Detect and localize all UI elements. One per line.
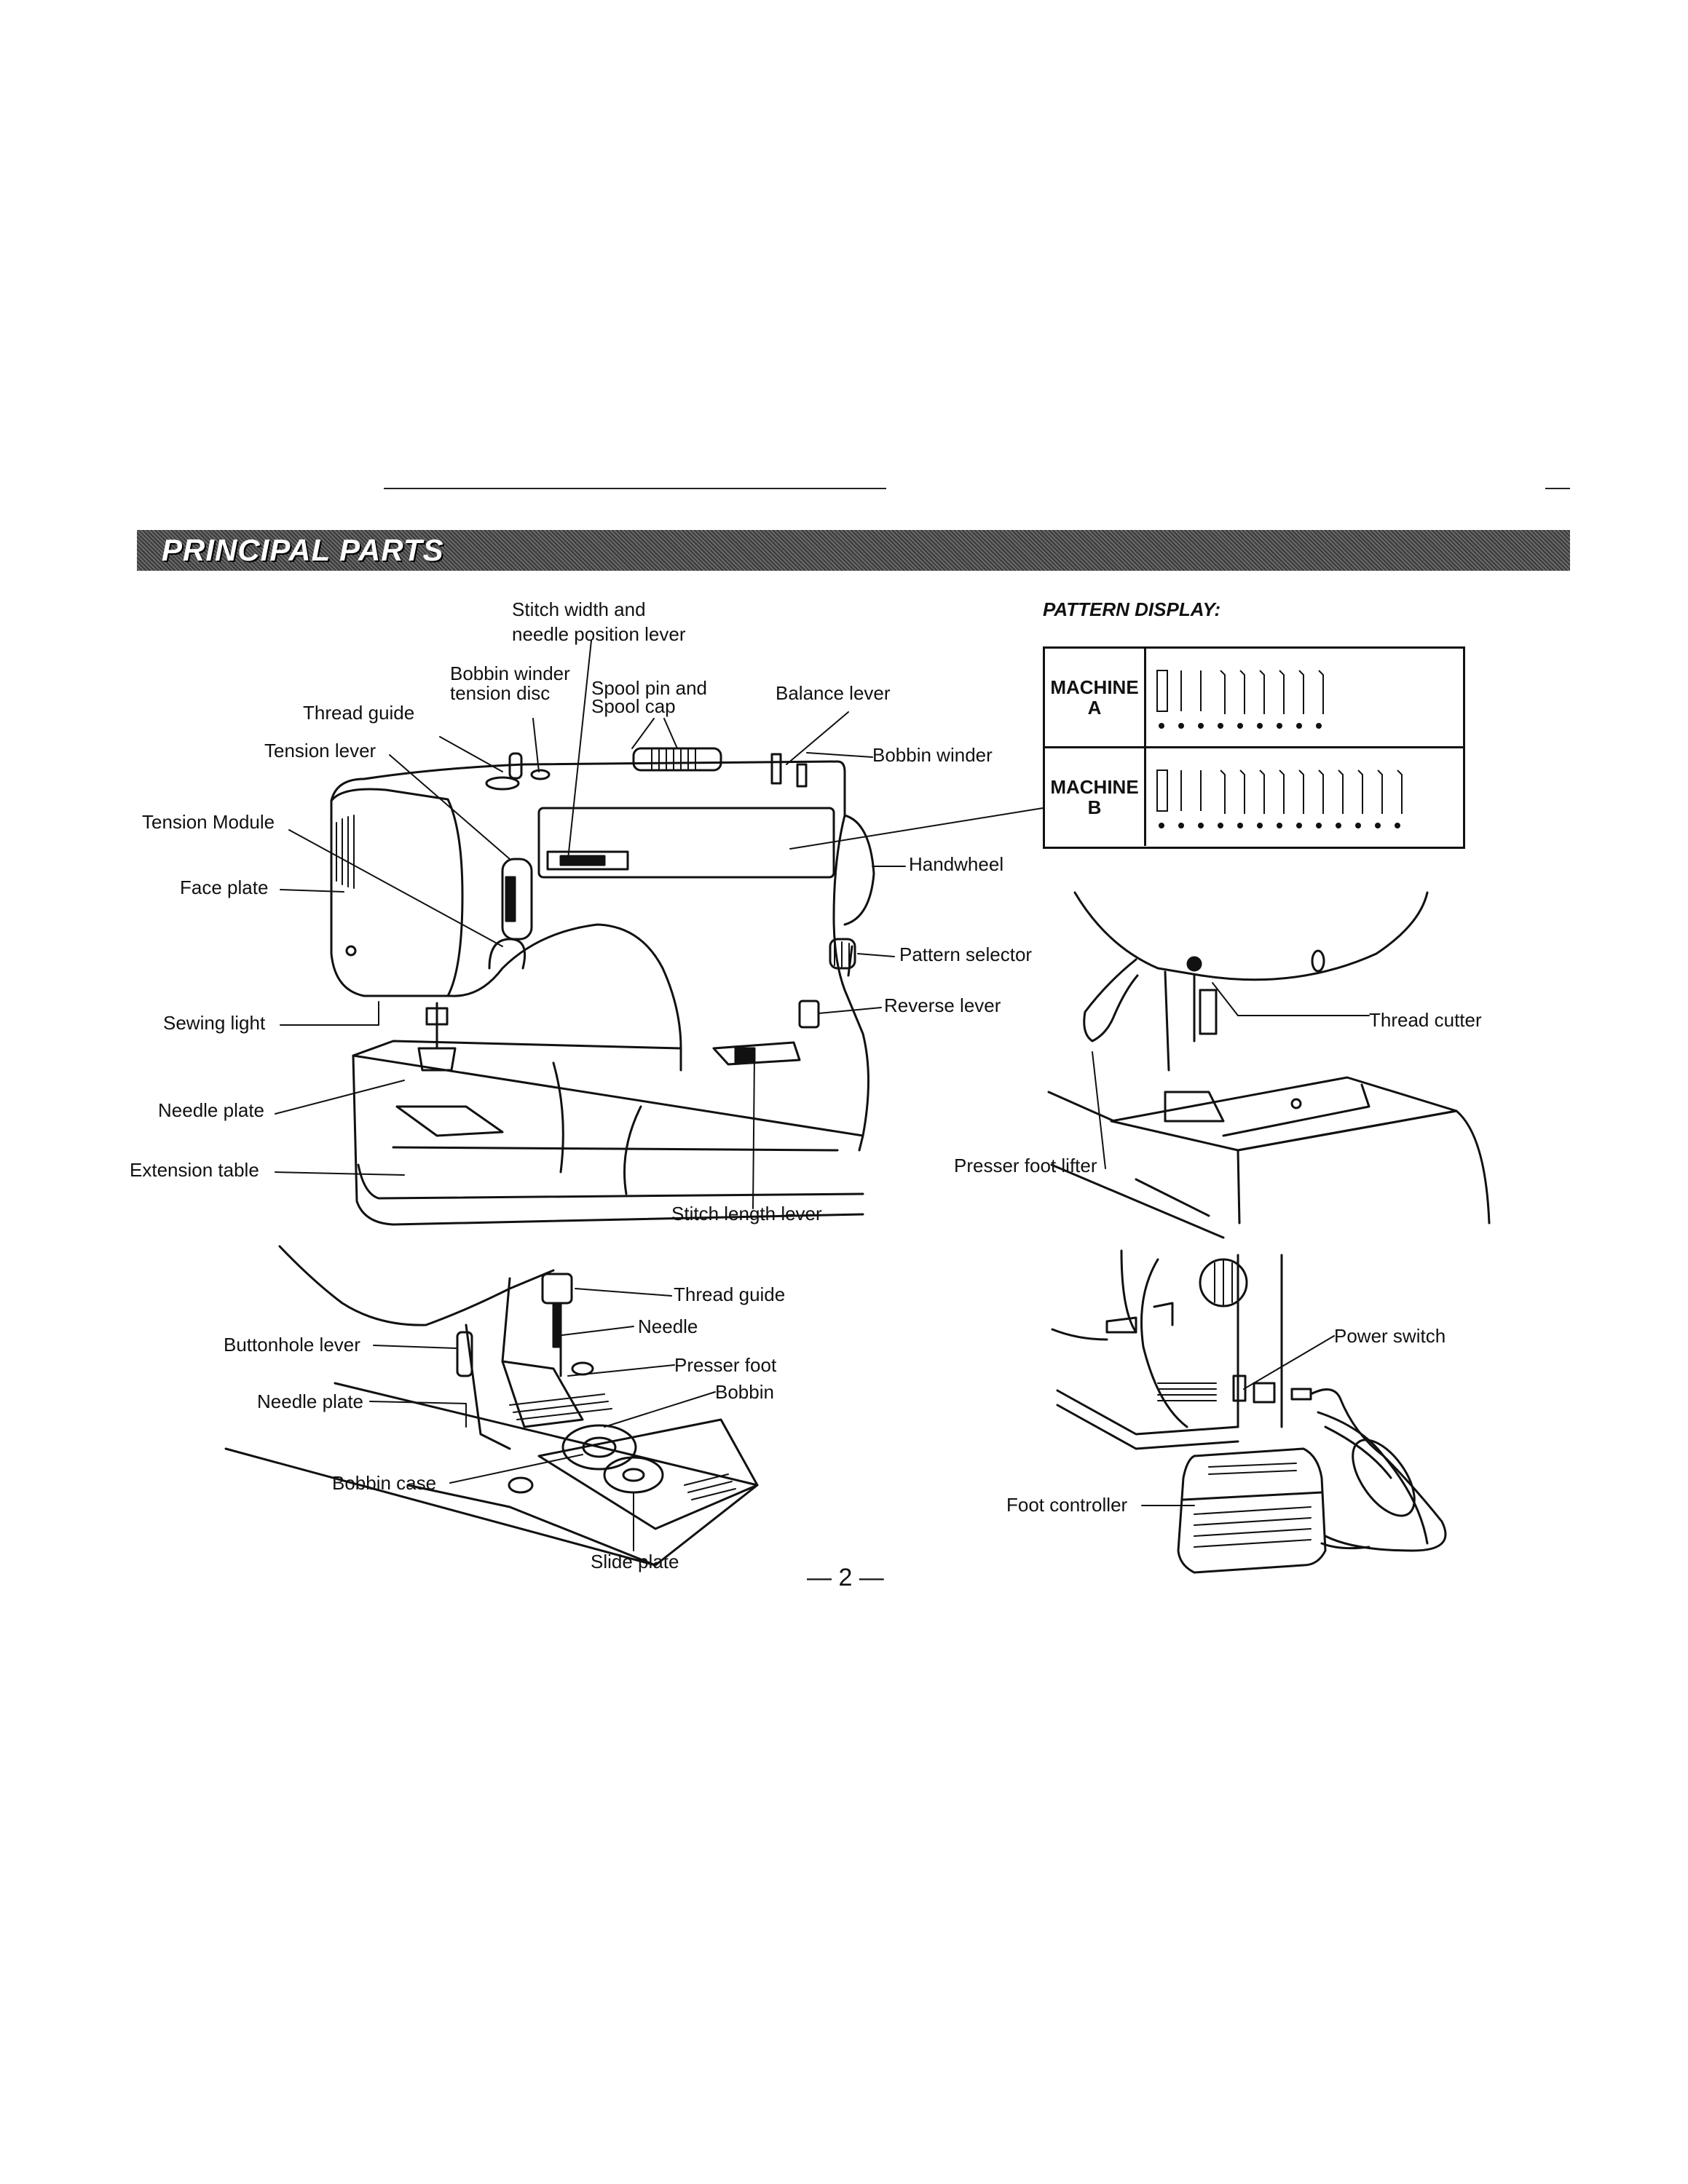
stitch-pattern-glyph — [1375, 769, 1383, 828]
stitch-pattern-glyph — [1198, 770, 1204, 828]
needle-area-illustration — [224, 1245, 759, 1567]
thread-cutter-leader-lines — [1092, 982, 1370, 1169]
stitch-pattern-glyph — [1316, 769, 1324, 828]
label-sewing-light: Sewing light — [163, 1012, 266, 1034]
label-extension-table: Extension table — [130, 1159, 259, 1181]
label-needle-thread-guide: Thread guide — [674, 1283, 786, 1305]
machine-b-stitch-patterns — [1156, 769, 1403, 828]
label-handwheel: Handwheel — [909, 853, 1004, 875]
stitch-pattern-glyph — [1296, 769, 1304, 828]
stitch-pattern-glyph — [1218, 769, 1226, 828]
label-bobbin-winder: Bobbin winder — [872, 744, 993, 766]
stitch-pattern-glyph — [1237, 769, 1245, 828]
label-pattern-selector: Pattern selector — [899, 943, 1033, 965]
stitch-pattern-glyph — [1178, 670, 1184, 729]
stitch-pattern-glyph — [1336, 769, 1344, 828]
machine-a-line2: A — [1087, 697, 1102, 719]
top-rule-short — [1545, 488, 1570, 489]
label-bobbin-winder-tension-line1: Bobbin winder — [450, 662, 570, 684]
label-bobbin: Bobbin — [715, 1381, 774, 1403]
stitch-pattern-glyph — [1395, 769, 1403, 828]
power-leader-lines — [1141, 1335, 1335, 1506]
label-stitch-width-line2: needle position lever — [512, 623, 686, 645]
stitch-pattern-glyph — [1277, 670, 1285, 729]
machine-b-label: MACHINE B — [1045, 748, 1146, 846]
label-balance-lever: Balance lever — [776, 682, 891, 704]
label-power-switch: Power switch — [1334, 1325, 1446, 1347]
label-tension-module: Tension Module — [142, 811, 275, 833]
section-title: PRINCIPAL PARTS — [162, 533, 444, 567]
stitch-pattern-glyph — [1198, 670, 1204, 729]
label-bobbin-case: Bobbin case — [332, 1472, 437, 1494]
sewing-machine-illustration — [330, 747, 875, 1226]
label-stitch-width-line1: Stitch width and — [512, 598, 646, 620]
label-reverse-lever: Reverse lever — [884, 994, 1001, 1016]
label-foot-controller: Foot controller — [1006, 1494, 1128, 1516]
machine-a-line1: MACHINE — [1050, 676, 1139, 698]
stitch-pattern-glyph — [1296, 670, 1304, 729]
thread-cutter-illustration — [1047, 891, 1491, 1239]
page-number: — 2 — — [807, 1564, 884, 1591]
label-slide-plate: Slide plate — [591, 1551, 679, 1572]
label-thread-guide: Thread guide — [303, 702, 415, 724]
machine-a-stitch-patterns — [1156, 670, 1324, 729]
machine-b-line1: MACHINE — [1050, 776, 1139, 798]
stitch-pattern-glyph — [1257, 670, 1265, 729]
label-bobbin-winder-tension-line2: tension disc — [450, 682, 551, 704]
label-stitch-length-lever: Stitch length lever — [671, 1203, 822, 1224]
stitch-pattern-glyph — [1178, 770, 1184, 828]
pattern-display-table: MACHINE A MACHINE B — [1043, 646, 1465, 849]
power-switch-illustration — [1051, 1249, 1447, 1574]
label-face-plate: Face plate — [180, 877, 269, 898]
label-buttonhole-lever: Buttonhole lever — [224, 1334, 360, 1356]
stitch-pattern-glyph — [1237, 670, 1245, 729]
label-spool-line2: Spool cap — [591, 695, 676, 717]
label-presser-foot: Presser foot — [674, 1354, 777, 1376]
stitch-pattern-glyph — [1277, 769, 1285, 828]
label-tension-lever: Tension lever — [264, 740, 376, 761]
stitch-pattern-glyph — [1316, 670, 1324, 729]
label-spool-line1: Spool pin and — [591, 677, 708, 699]
top-rule — [384, 488, 886, 489]
label-needle-plate: Needle plate — [158, 1099, 264, 1121]
main-leader-lines — [275, 640, 1044, 1209]
pattern-display-title: PATTERN DISPLAY: — [1043, 598, 1221, 620]
pattern-row-machine-b: MACHINE B — [1045, 748, 1463, 846]
label-thread-cutter: Thread cutter — [1369, 1009, 1482, 1031]
label-needle: Needle — [638, 1315, 698, 1337]
stitch-pattern-glyph — [1156, 769, 1168, 828]
label-presser-foot-lifter: Presser foot lifter — [954, 1155, 1097, 1176]
machine-a-label: MACHINE A — [1045, 649, 1146, 746]
stitch-pattern-glyph — [1355, 769, 1363, 828]
pattern-row-machine-a: MACHINE A — [1045, 649, 1463, 748]
needle-leader-lines — [369, 1288, 716, 1551]
stitch-pattern-glyph — [1257, 769, 1265, 828]
section-header-bar: PRINCIPAL PARTS — [137, 530, 1570, 571]
label-needle-plate-closeup: Needle plate — [257, 1390, 363, 1412]
stitch-pattern-glyph — [1156, 670, 1168, 729]
machine-b-line2: B — [1087, 796, 1102, 818]
stitch-pattern-glyph — [1218, 670, 1226, 729]
